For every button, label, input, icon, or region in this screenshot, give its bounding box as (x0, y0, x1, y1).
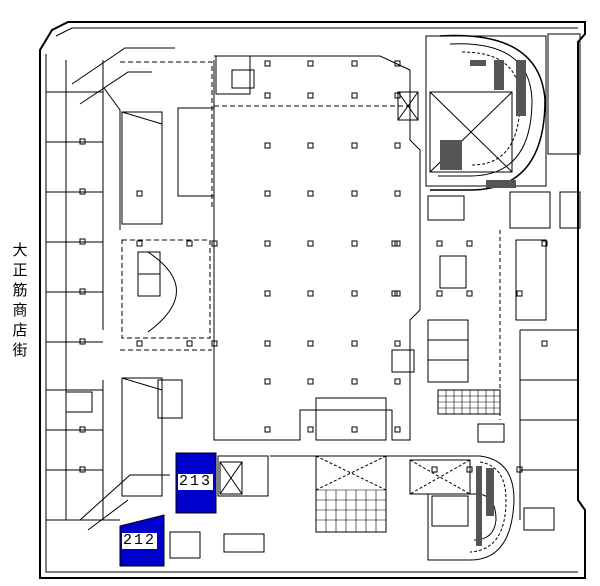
structural-column (79, 466, 86, 473)
structural-column (436, 240, 443, 247)
structural-column (394, 340, 401, 347)
structural-column (136, 190, 143, 197)
central-void-curve (147, 251, 177, 333)
structural-column (79, 426, 86, 433)
structural-column (264, 426, 271, 433)
structural-column (431, 466, 438, 473)
structural-column (264, 378, 271, 385)
structural-column (391, 240, 398, 247)
structural-column (264, 190, 271, 197)
structural-column (79, 188, 86, 195)
structural-column (436, 290, 443, 297)
structural-column (211, 340, 218, 347)
structural-column (136, 240, 143, 247)
structural-column (351, 92, 358, 99)
structural-column (79, 238, 86, 245)
structural-column (351, 240, 358, 247)
structural-column (466, 290, 473, 297)
structural-column (264, 142, 271, 149)
unit-213-label: 213 (178, 473, 214, 490)
structural-column (79, 288, 86, 295)
structural-column (136, 340, 143, 347)
structural-column (466, 240, 473, 247)
structural-column (351, 340, 358, 347)
structural-column (79, 138, 86, 145)
structural-column (307, 142, 314, 149)
structural-column (264, 92, 271, 99)
structural-column (394, 378, 401, 385)
structural-column (211, 240, 218, 247)
structural-column (307, 92, 314, 99)
structural-column (351, 378, 358, 385)
structural-column (79, 338, 86, 345)
structural-column (516, 290, 523, 297)
structural-column (186, 340, 193, 347)
structural-column (351, 190, 358, 197)
structural-column (466, 466, 473, 473)
structural-column (307, 378, 314, 385)
outer-wall (39, 21, 586, 579)
structural-column (264, 240, 271, 247)
unit-212-label: 212 (122, 532, 158, 549)
structural-column (394, 426, 401, 433)
structural-column (351, 142, 358, 149)
structural-column (307, 240, 314, 247)
structural-column (394, 142, 401, 149)
structural-column (264, 340, 271, 347)
structural-column (391, 290, 398, 297)
structural-column (541, 340, 548, 347)
structural-column (307, 340, 314, 347)
structural-column (394, 92, 401, 99)
structural-column (186, 240, 193, 247)
structural-column (264, 290, 271, 297)
structural-column (394, 60, 401, 67)
street-name-label: 大正筋商店街 (12, 241, 28, 359)
structural-column (264, 60, 271, 67)
structural-column (307, 60, 314, 67)
structural-column (351, 60, 358, 67)
structural-column (307, 426, 314, 433)
structural-column (516, 466, 523, 473)
structural-column (307, 290, 314, 297)
structural-column (541, 240, 548, 247)
structural-column (351, 290, 358, 297)
structural-column (394, 190, 401, 197)
structural-column (307, 190, 314, 197)
structural-column (351, 426, 358, 433)
